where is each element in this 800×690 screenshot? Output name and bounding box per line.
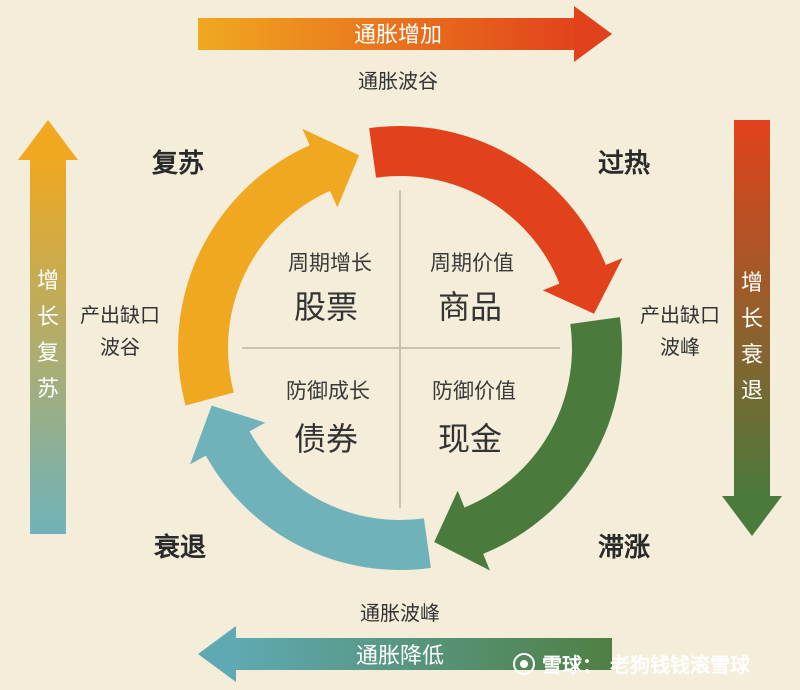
growth-recession-arrow [722, 120, 782, 536]
ring-segment-recession [190, 405, 431, 570]
growth-recovery-arrow [18, 120, 78, 534]
growth-recovery-vertical-label: 增 长 复 苏 [37, 269, 59, 402]
watermark-text: 老狗钱钱滚雪球 [610, 653, 751, 677]
left-trough-label: 波谷 [100, 335, 140, 359]
left-char-4: 苏 [37, 377, 59, 402]
left-char-3: 复 [37, 341, 59, 366]
left-output-gap-label: 产出缺口 [80, 303, 160, 327]
cycle-ring [178, 126, 623, 571]
ring-segment-stagflation [434, 317, 623, 571]
snowball-logo-icon [513, 653, 535, 675]
phase-overheat-label: 过热 [598, 149, 650, 179]
phase-recession-label: 衰退 [153, 532, 206, 563]
inflation-decrease-label: 通胀降低 [356, 644, 444, 669]
right-char-3: 衰 [741, 343, 763, 368]
phase-recovery-label: 复苏 [152, 149, 204, 179]
right-char-4: 退 [741, 379, 763, 404]
ring-segment-overheat [369, 126, 623, 314]
quadrant-bottom-right-asset: 现金 [438, 420, 502, 458]
left-char-1: 增 [37, 269, 59, 294]
quadrant-bottom-left-subtitle: 防御成长 [286, 379, 370, 403]
quadrant-top-left-subtitle: 周期增长 [288, 251, 372, 275]
quadrant-top-right-subtitle: 周期价值 [430, 251, 514, 275]
left-char-2: 长 [37, 305, 59, 330]
inflation-increase-arrow [198, 6, 612, 62]
right-peak-label: 波峰 [660, 335, 700, 359]
inflation-increase-label: 通胀增加 [354, 23, 442, 48]
watermark: 雪球： 老狗钱钱滚雪球 [513, 653, 751, 677]
inflation-decrease-arrow [198, 626, 612, 682]
quadrant-top-right-asset: 商品 [438, 288, 502, 326]
phase-stagflation-label: 滞涨 [598, 533, 650, 563]
growth-recession-vertical-label: 增 长 衰 退 [741, 271, 763, 404]
right-output-gap-label: 产出缺口 [640, 303, 720, 327]
quadrant-bottom-left-asset: 债券 [294, 420, 358, 458]
ring-segment-recovery [178, 128, 360, 406]
snowball-logo-dot [520, 660, 528, 668]
quadrant-bottom-right-subtitle: 防御价值 [432, 379, 516, 403]
right-char-1: 增 [741, 271, 763, 296]
right-char-2: 长 [741, 307, 763, 332]
inflation-peak-label: 通胀波峰 [360, 601, 440, 625]
watermark-prefix: 雪球： [542, 653, 602, 677]
quadrant-top-left-asset: 股票 [294, 288, 358, 326]
inflation-trough-label: 通胀波谷 [358, 69, 438, 93]
